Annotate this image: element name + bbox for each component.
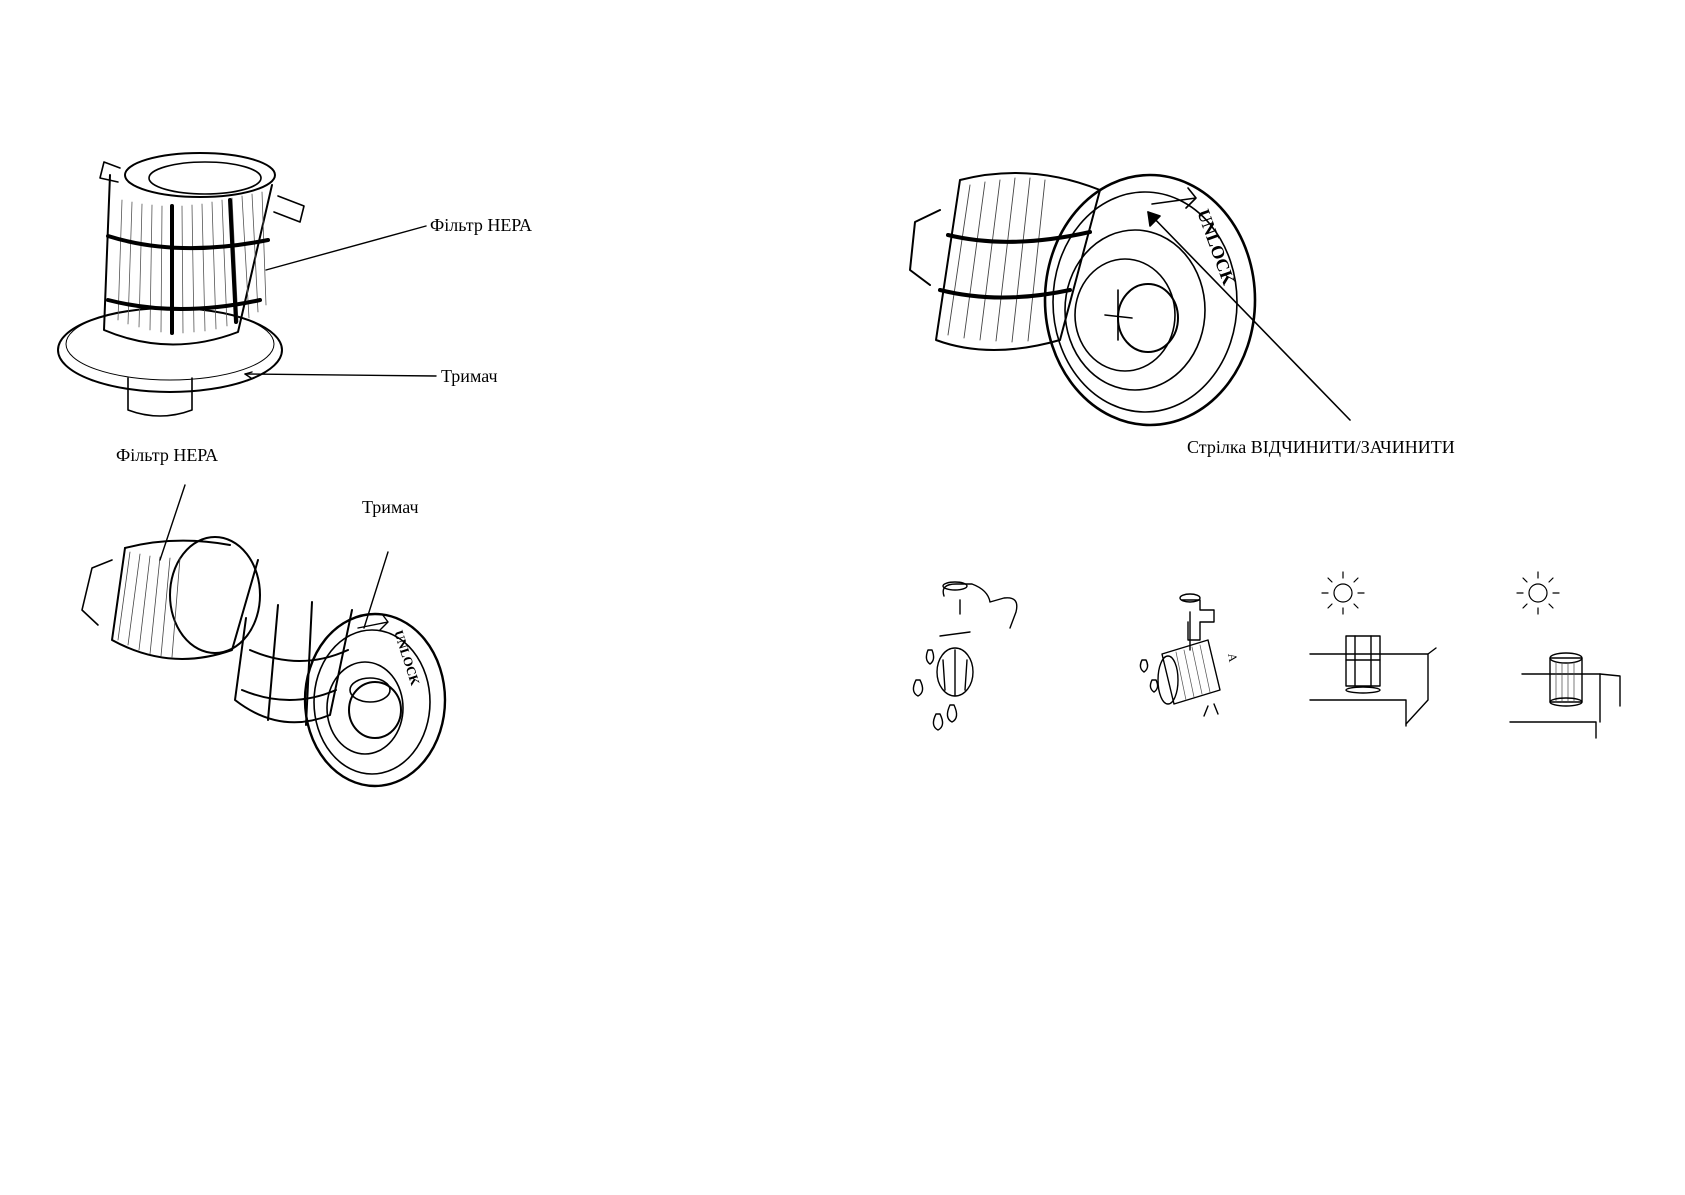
filter-assembly-drawing bbox=[57, 152, 437, 417]
step-marker: A bbox=[1225, 652, 1240, 663]
hepa-filter-label-exploded: Фільтр НЕРА bbox=[116, 445, 219, 465]
filter-unlock-drawing: UNLOCK bbox=[909, 171, 1351, 427]
rinse-under-tap-icon bbox=[912, 581, 1018, 731]
rinse-filter-under-tap-icon: A bbox=[1139, 593, 1240, 717]
holder-label-exploded: Тримач bbox=[362, 497, 419, 517]
sun-icon bbox=[1516, 571, 1560, 615]
holder-label: Тримач bbox=[441, 366, 498, 386]
filter-exploded-drawing: UNLOCK bbox=[81, 484, 447, 788]
dry-filter-holder-icon bbox=[1309, 635, 1437, 727]
lock-arrow-label: Стрілка ВІДЧИНИТИ/ЗАЧИНИТИ bbox=[1187, 437, 1455, 457]
unlock-emboss-large: UNLOCK bbox=[1193, 207, 1239, 288]
hepa-filter-label: Фільтр НЕРА bbox=[430, 215, 533, 235]
dry-hepa-filter-icon bbox=[1509, 652, 1621, 739]
sun-icon bbox=[1321, 571, 1365, 615]
